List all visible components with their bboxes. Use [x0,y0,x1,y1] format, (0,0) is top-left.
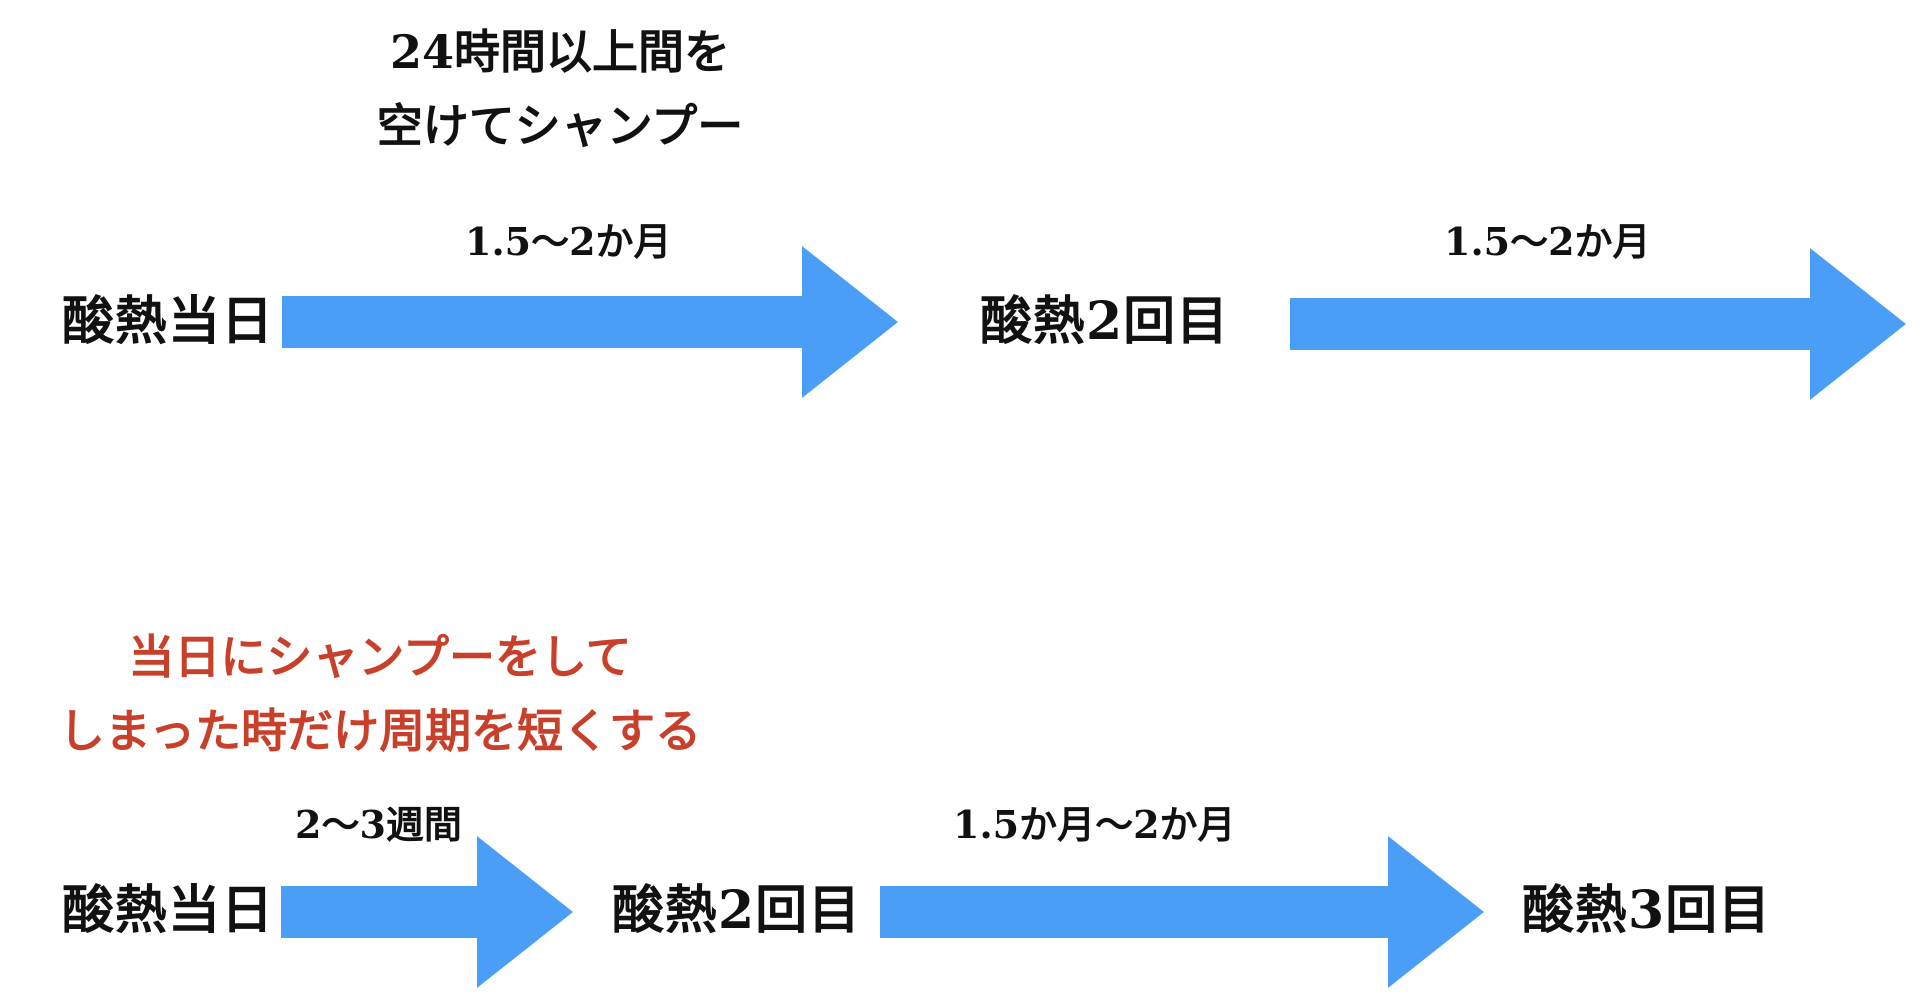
top-note-line-2: 空けてシャンプー [376,99,744,153]
bottom-arrow-second [880,836,1484,988]
top-arrow-first [282,246,898,398]
bottom-interval-second: 1.5か月〜2か月 [953,802,1236,847]
bottom-arrow-first-shape [281,836,573,988]
bottom-node-second: 酸熱2回目 [612,880,862,941]
bottom-interval-first: 2〜3週間 [295,802,462,847]
bottom-node-start: 酸熱当日 [62,880,275,941]
top-node-second: 酸熱2回目 [980,291,1230,352]
bottom-arrow-second-shape [880,836,1484,988]
top-arrow-second [1290,248,1906,400]
top-node-start: 酸熱当日 [62,291,275,352]
top-note-line-1: 24時間以上間を [389,25,730,79]
top-note: 24時間以上間を 空けてシャンプー [340,15,780,163]
bottom-note: 当日にシャンプーをして しまった時だけ周期を短くする [20,620,740,768]
bottom-arrow-first [281,836,573,988]
bottom-note-line-1: 当日にシャンプーをして [128,630,632,684]
bottom-note-line-2: しまった時だけ周期を短くする [58,704,702,758]
bottom-node-third: 酸熱3回目 [1522,880,1772,941]
top-arrow-second-shape [1290,248,1906,400]
top-arrow-first-shape [282,246,898,398]
top-interval-first: 1.5〜2か月 [465,219,672,264]
top-interval-second: 1.5〜2か月 [1444,219,1651,264]
